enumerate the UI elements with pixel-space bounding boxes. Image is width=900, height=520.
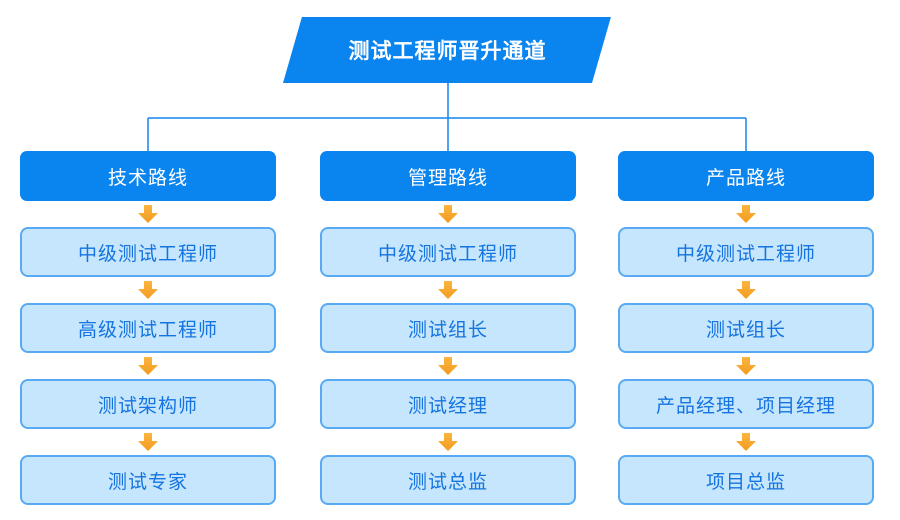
step-box: 测试专家 <box>20 455 276 505</box>
step-box: 测试总监 <box>320 455 576 505</box>
route-header-management: 管理路线 <box>320 151 576 201</box>
step-box: 项目总监 <box>618 455 874 505</box>
step-box: 中级测试工程师 <box>618 227 874 277</box>
step-box: 高级测试工程师 <box>20 303 276 353</box>
route-column-management: 管理路线 中级测试工程师 测试组长 测试经理 测试总监 <box>320 151 576 505</box>
down-arrow-icon <box>320 201 576 227</box>
route-header-technical: 技术路线 <box>20 151 276 201</box>
step-box: 测试经理 <box>320 379 576 429</box>
down-arrow-icon <box>618 429 874 455</box>
down-arrow-icon <box>618 277 874 303</box>
down-arrow-icon <box>320 277 576 303</box>
down-arrow-icon <box>320 353 576 379</box>
step-box: 测试架构师 <box>20 379 276 429</box>
route-column-product: 产品路线 中级测试工程师 测试组长 产品经理、项目经理 项目总监 <box>618 151 874 505</box>
step-box: 测试组长 <box>320 303 576 353</box>
route-header-product: 产品路线 <box>618 151 874 201</box>
down-arrow-icon <box>20 353 276 379</box>
diagram-title: 测试工程师晋升通道 <box>347 40 546 63</box>
diagram-title-banner: 测试工程师晋升通道 <box>283 17 611 83</box>
step-box: 中级测试工程师 <box>20 227 276 277</box>
down-arrow-icon <box>320 429 576 455</box>
step-box: 中级测试工程师 <box>320 227 576 277</box>
down-arrow-icon <box>20 429 276 455</box>
route-column-technical: 技术路线 中级测试工程师 高级测试工程师 测试架构师 测试专家 <box>20 151 276 505</box>
down-arrow-icon <box>20 277 276 303</box>
down-arrow-icon <box>20 201 276 227</box>
step-box: 测试组长 <box>618 303 874 353</box>
down-arrow-icon <box>618 353 874 379</box>
down-arrow-icon <box>618 201 874 227</box>
step-box: 产品经理、项目经理 <box>618 379 874 429</box>
